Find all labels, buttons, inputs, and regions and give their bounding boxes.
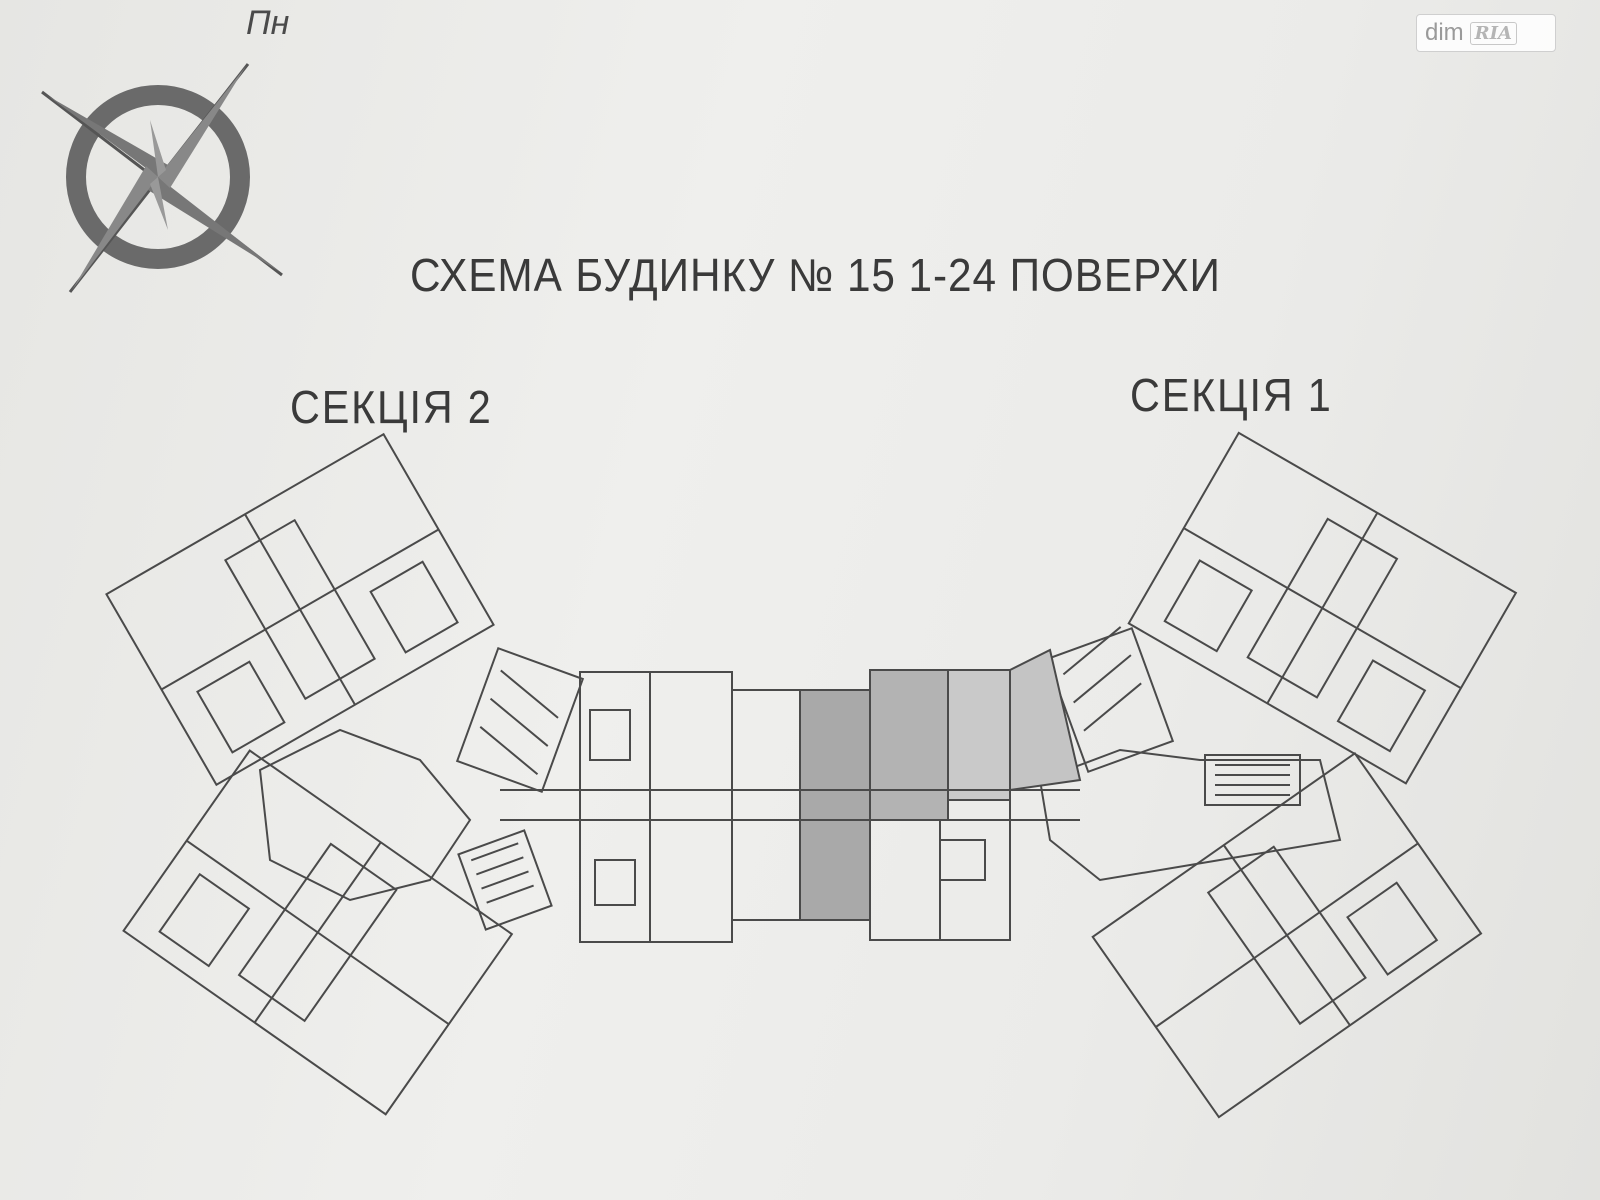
plan-title: СХЕМА БУДИНКУ № 15 1-24 ПОВЕРХИ <box>410 249 1221 301</box>
section-2-label: СЕКЦІЯ 2 <box>290 381 493 433</box>
central-block <box>579 669 1011 943</box>
section-2-plan <box>105 432 585 1116</box>
section-1-label: СЕКЦІЯ 1 <box>1130 369 1333 421</box>
compass-north-label: Пн <box>246 4 290 42</box>
watermark-badge: RIA <box>1469 21 1518 45</box>
section-1-plan <box>1009 431 1518 1119</box>
dim-ria-watermark: dim RIA <box>1416 14 1556 52</box>
watermark-text: dim <box>1425 19 1464 46</box>
compass-rose-icon <box>41 63 283 293</box>
